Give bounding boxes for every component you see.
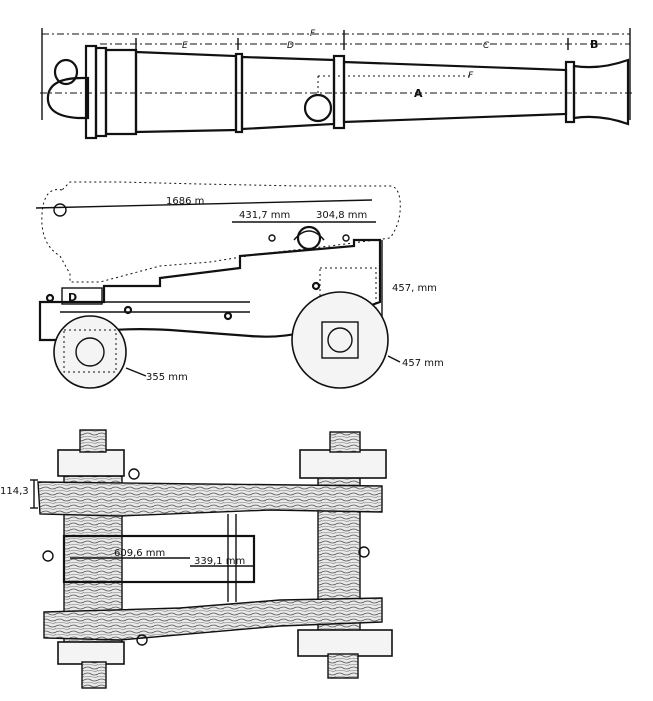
dim-upper-right: 304,8 mm — [316, 210, 367, 221]
front-hub-bottom — [327, 653, 359, 679]
rear-hub — [75, 337, 105, 367]
cascabel-knob — [46, 76, 90, 120]
height-label: 457, mm — [392, 283, 437, 294]
eyebolt — [342, 234, 350, 242]
ring-bolt-bottom — [136, 634, 148, 646]
side-view: 1686 m 431,7 mm 304,8 mm D 457, mm 355 m… — [35, 181, 444, 389]
rear-wheel-top — [57, 449, 125, 477]
trunnion — [303, 93, 333, 123]
ring-bolt — [45, 293, 55, 303]
bolt-head — [123, 305, 133, 315]
rear-wheel — [53, 315, 127, 389]
overall-length-label: 1686 m — [166, 196, 204, 207]
barrel-segment — [104, 48, 138, 136]
chase — [342, 60, 568, 124]
front-wheel-bottom — [297, 629, 393, 657]
barrel-phantom-outline — [41, 181, 401, 283]
label-F-inner: F — [468, 71, 474, 81]
label-D: D — [287, 41, 294, 51]
quoin-label: D — [68, 291, 77, 304]
ring-bolt-top — [128, 468, 140, 480]
rear-wheel-label: 355 mm — [146, 372, 188, 383]
front-hub-top — [329, 431, 361, 453]
cap-square — [293, 230, 325, 241]
rear-axle-outline — [63, 329, 117, 373]
label-E: E — [182, 41, 188, 51]
quoin-block — [61, 287, 103, 305]
ring-bolt-left — [42, 550, 54, 562]
reinforce-ring — [332, 54, 346, 130]
leader-line — [125, 367, 147, 377]
breech-ring — [94, 46, 108, 138]
ring-bolt-right — [358, 546, 370, 558]
front-wheel — [291, 291, 389, 389]
barrel-view: F E D C B F A — [40, 28, 632, 140]
cascabel-phantom — [53, 203, 67, 217]
dim-short-label: 339,1 mm — [194, 556, 245, 567]
label-C: C — [483, 41, 490, 51]
bolt-head — [223, 311, 233, 321]
bed-block — [62, 534, 256, 584]
front-wheel-label: 457 mm — [402, 358, 444, 369]
muzzle-swell — [572, 58, 630, 126]
dim-long-label: 609,6 mm — [114, 548, 165, 559]
overall-length-line — [35, 199, 373, 209]
rear-wheel-bottom — [57, 641, 125, 665]
rear-hub-top — [79, 429, 107, 453]
eyebolt — [268, 234, 276, 242]
muzzle-ring — [564, 60, 576, 124]
label-A: A — [414, 87, 423, 100]
label-B: B — [590, 38, 598, 51]
plan-view: 609,6 mm 339,1 mm 114,3 — [0, 429, 393, 689]
front-axle-box — [321, 321, 359, 359]
front-wheel-top — [299, 449, 387, 479]
side-dim-label: 114,3 — [0, 486, 29, 497]
bolt-head — [311, 281, 321, 291]
leader-line — [387, 355, 401, 363]
barrel-segment — [134, 50, 238, 134]
front-hub — [327, 327, 353, 353]
bottom-cheek — [43, 597, 383, 641]
trunnion-side — [296, 225, 322, 251]
dim-upper-left: 431,7 mm — [239, 210, 290, 221]
cascabel-ring — [53, 58, 79, 86]
rear-hub-bottom — [81, 661, 107, 689]
top-cheek — [37, 481, 383, 517]
label-F-top: F — [310, 29, 316, 39]
